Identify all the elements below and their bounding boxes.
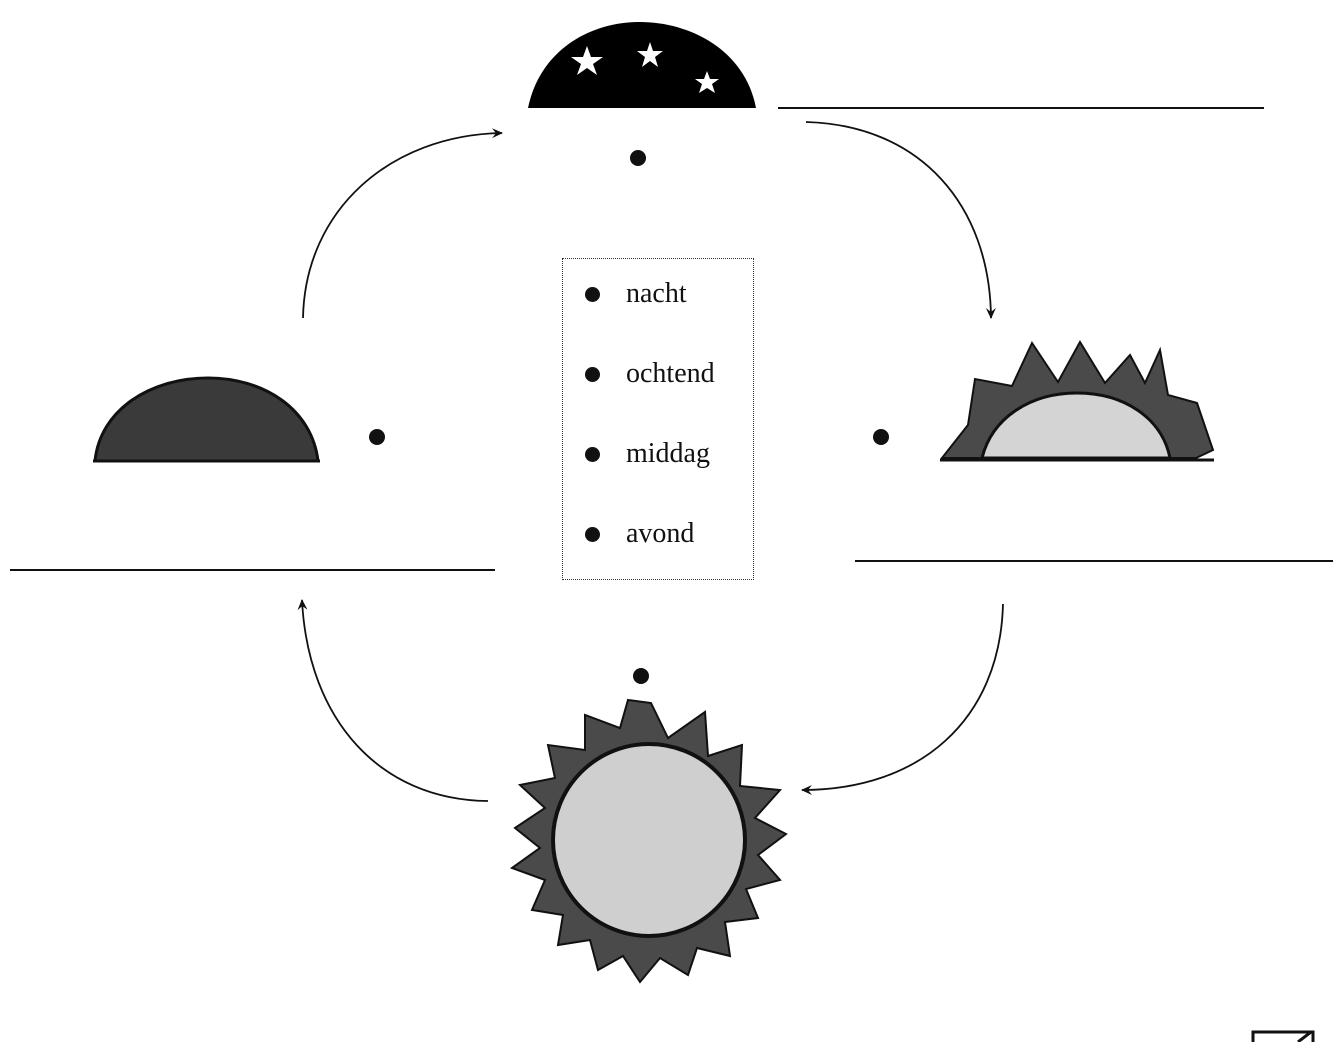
- word-bank-item: middag: [585, 434, 710, 474]
- word-bank-item: nacht: [585, 274, 687, 314]
- word-bank-label: nacht: [626, 278, 687, 310]
- night-sky-icon: [528, 22, 756, 108]
- word-bank-label: ochtend: [626, 358, 715, 390]
- word-bank-item: ochtend: [585, 354, 715, 394]
- word-bank-item: avond: [585, 514, 694, 554]
- answer-dot-top: [630, 150, 646, 166]
- word-bank-label: avond: [626, 518, 694, 550]
- rising-sun-icon: [940, 342, 1214, 460]
- setting-sun-icon: [93, 378, 320, 461]
- arrow-left-to-top: [303, 133, 502, 318]
- arrow-bottom-to-left: [302, 600, 488, 801]
- word-bank-box: nacht ochtend middag avond: [562, 258, 754, 580]
- arrow-right-to-bottom: [802, 604, 1003, 790]
- full-sun-icon: [512, 700, 786, 982]
- word-bank-label: middag: [626, 438, 710, 470]
- answer-dot-bottom: [633, 668, 649, 684]
- corner-mark: [1253, 1032, 1313, 1042]
- answer-dot-right: [873, 429, 889, 445]
- arrow-top-to-right: [806, 122, 991, 318]
- bullet-icon: [585, 287, 600, 302]
- bullet-icon: [585, 367, 600, 382]
- bullet-icon: [585, 527, 600, 542]
- bullet-icon: [585, 447, 600, 462]
- answer-dot-left: [369, 429, 385, 445]
